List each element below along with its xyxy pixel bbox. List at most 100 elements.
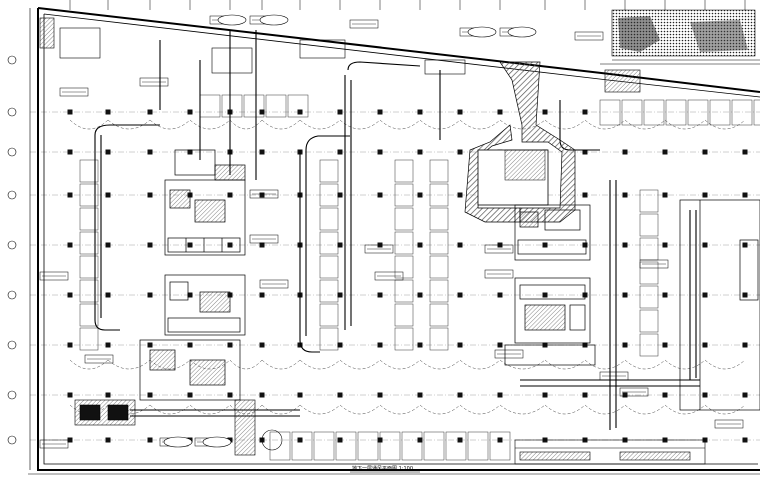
parking-stall	[445, 431, 467, 461]
parking-stall	[265, 94, 287, 118]
column	[542, 109, 548, 115]
aisle-arc	[379, 404, 421, 415]
column	[377, 342, 383, 348]
annotation-ellipse	[259, 14, 289, 26]
column	[337, 192, 343, 198]
column	[297, 342, 303, 348]
parking-stall	[753, 99, 760, 126]
column	[622, 392, 628, 398]
column	[147, 109, 153, 115]
parking-stall	[639, 237, 659, 261]
column	[702, 342, 708, 348]
column	[259, 192, 265, 198]
column	[377, 109, 383, 115]
annotation-box	[39, 271, 69, 281]
parking-stall	[394, 255, 414, 279]
column	[622, 292, 628, 298]
axis-bubble	[7, 107, 17, 117]
column	[622, 192, 628, 198]
parking-stall	[429, 279, 449, 303]
column	[259, 342, 265, 348]
column	[259, 392, 265, 398]
annotation-box	[59, 87, 89, 97]
parking-stall	[423, 431, 445, 461]
aisle-arc	[624, 119, 666, 130]
column	[582, 392, 588, 398]
column	[67, 242, 73, 248]
column	[105, 392, 111, 398]
column	[147, 392, 153, 398]
annotation-tags	[39, 14, 744, 449]
parking-stall	[429, 303, 449, 327]
parking-stall	[313, 431, 335, 461]
aisle-arc	[704, 359, 746, 370]
parking-stall	[429, 231, 449, 255]
parking-stall	[319, 255, 339, 279]
aisle-arc	[339, 359, 381, 370]
column	[297, 437, 303, 443]
parking-stall	[79, 207, 99, 231]
aisle-arc	[107, 359, 151, 370]
column	[702, 392, 708, 398]
aisle-arc	[339, 119, 381, 130]
aisle-arc	[299, 119, 341, 130]
column	[542, 392, 548, 398]
axis-bubble	[7, 55, 17, 65]
column	[227, 242, 233, 248]
column	[662, 392, 668, 398]
right-wing-walls	[679, 199, 760, 411]
aisle-arc	[459, 359, 501, 370]
column	[67, 109, 73, 115]
aisle-arc	[544, 359, 586, 370]
parking-stall	[639, 189, 659, 213]
drawing-caption: 地下一层通风平面图 1:100	[350, 465, 420, 473]
column	[105, 109, 111, 115]
aisle-arc	[261, 359, 301, 370]
column	[497, 437, 503, 443]
parking-stall	[709, 99, 731, 126]
parking-stall	[79, 279, 99, 303]
parking-stall	[269, 431, 291, 461]
column	[417, 292, 423, 298]
annotation-ellipse	[202, 436, 232, 448]
column	[497, 392, 503, 398]
axis-bubbles-top	[69, 0, 746, 10]
column	[457, 292, 463, 298]
bottom-left-equipment	[74, 399, 283, 456]
column	[742, 292, 748, 298]
parking-stall	[687, 99, 709, 126]
column	[67, 342, 73, 348]
parking-stall	[357, 431, 379, 461]
column	[702, 192, 708, 198]
aisle-arc	[704, 119, 746, 130]
annotation-ellipse	[467, 26, 497, 38]
parking-stall	[429, 159, 449, 183]
axis-bubble	[7, 147, 17, 157]
column	[742, 392, 748, 398]
parking-stall	[319, 327, 339, 351]
column	[187, 292, 193, 298]
parking-aisle-arcs	[69, 119, 746, 415]
column	[497, 342, 503, 348]
column	[259, 149, 265, 155]
parking-stall	[319, 279, 339, 303]
aisle-arc	[379, 119, 421, 130]
column	[147, 242, 153, 248]
column	[187, 109, 193, 115]
annotation-ellipse	[217, 14, 247, 26]
column	[417, 192, 423, 198]
annotation-box	[364, 244, 394, 254]
parking-stall	[643, 99, 665, 126]
axis-bubbles-left	[7, 55, 17, 445]
column	[337, 392, 343, 398]
column	[662, 242, 668, 248]
parking-stall	[319, 231, 339, 255]
parking-stall	[394, 183, 414, 207]
column	[67, 149, 73, 155]
annotation-box	[639, 259, 669, 269]
annotation-box	[484, 269, 514, 279]
aisle-arc	[459, 119, 501, 130]
column	[417, 149, 423, 155]
building-outline	[28, 7, 760, 475]
column	[227, 192, 233, 198]
